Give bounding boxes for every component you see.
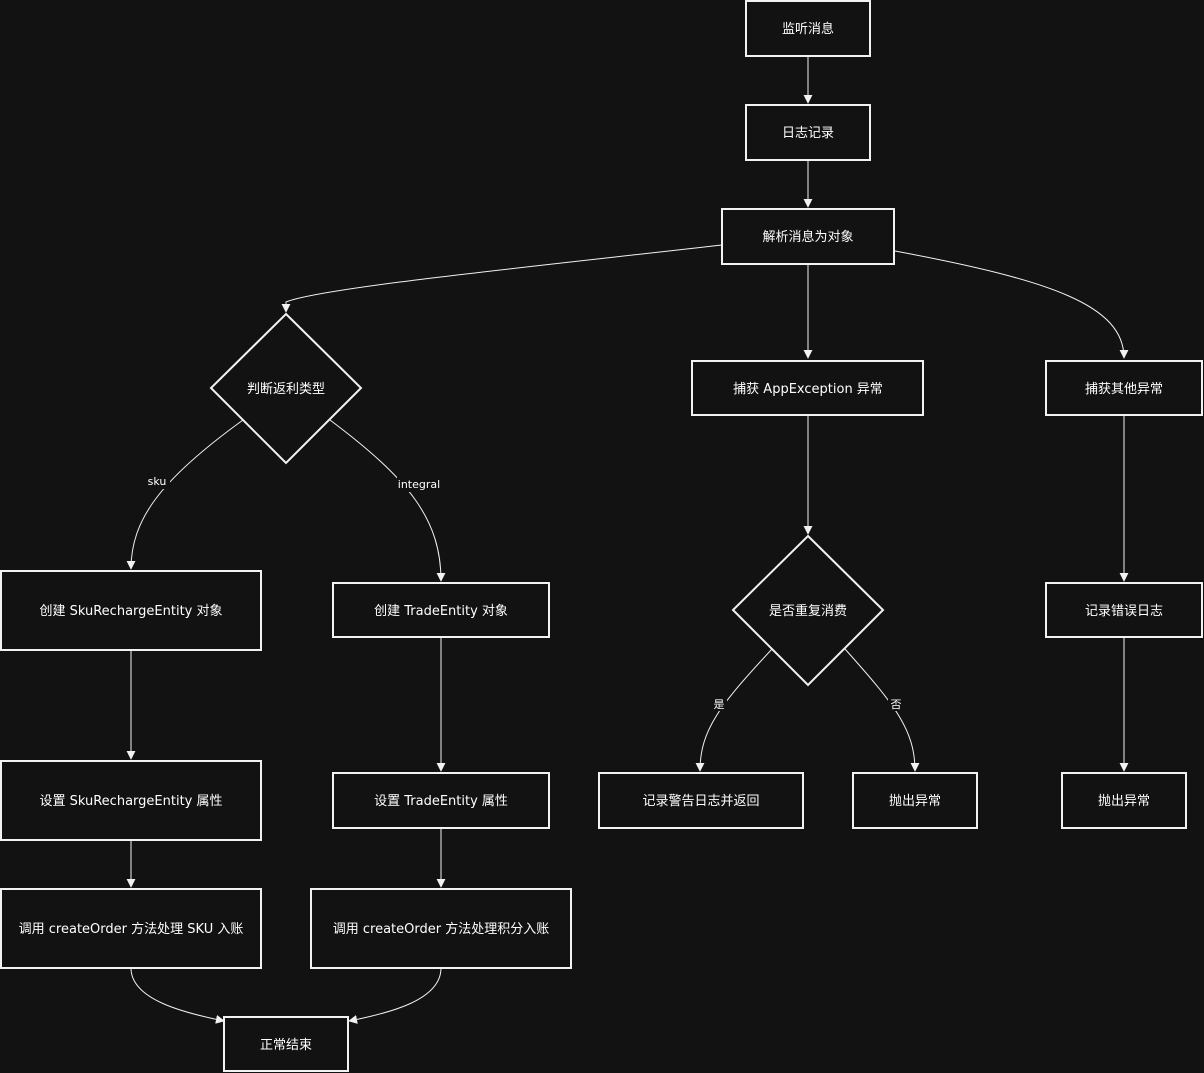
node-call-sku-label: 调用 createOrder 方法处理 SKU 入账 (19, 921, 244, 937)
node-catch-app: 捕获 AppException 异常 (691, 360, 924, 416)
node-listen-label: 监听消息 (782, 21, 834, 37)
node-call-integral-label: 调用 createOrder 方法处理积分入账 (333, 921, 549, 937)
node-throw-2: 抛出异常 (1061, 772, 1187, 829)
edge-parse-judge (281, 244, 723, 313)
edge-label-yes: 是 (711, 695, 727, 711)
edge-label-yes-text: 是 (714, 698, 725, 711)
edge-call-sku-end (130, 967, 225, 1024)
node-catch-other-label: 捕获其他异常 (1085, 381, 1163, 397)
node-throw-1-label: 抛出异常 (889, 794, 941, 809)
edge-label-no: 否 (888, 695, 904, 711)
node-judge-type: 判断返利类型 (209, 312, 363, 465)
node-parse: 解析消息为对象 (721, 208, 895, 265)
node-catch-other: 捕获其他异常 (1045, 360, 1203, 416)
node-log: 日志记录 (745, 104, 871, 161)
node-create-sku: 创建 SkuRechargeEntity 对象 (0, 570, 262, 651)
node-create-trade-label: 创建 TradeEntity 对象 (374, 604, 508, 619)
node-call-integral: 调用 createOrder 方法处理积分入账 (310, 888, 572, 969)
node-call-sku: 调用 createOrder 方法处理 SKU 入账 (0, 888, 262, 969)
node-log-error: 记录错误日志 (1045, 582, 1203, 638)
node-normal-end: 正常结束 (223, 1016, 349, 1072)
node-create-sku-label: 创建 SkuRechargeEntity 对象 (39, 604, 222, 619)
node-set-sku-label: 设置 SkuRechargeEntity 属性 (39, 794, 222, 809)
edge-call-integral-end (348, 967, 442, 1024)
edge-judge-create-sku (126, 419, 244, 570)
node-parse-label: 解析消息为对象 (762, 229, 853, 245)
node-set-sku: 设置 SkuRechargeEntity 属性 (0, 760, 262, 841)
edge-label-sku-text: sku (148, 475, 167, 488)
edge-label-sku: sku (144, 473, 170, 489)
edge-label-no-text: 否 (891, 698, 902, 711)
node-throw-2-label: 抛出异常 (1098, 794, 1150, 809)
edge-parse-catch-other (894, 250, 1129, 359)
node-normal-end-label: 正常结束 (260, 1038, 312, 1053)
node-log-label: 日志记录 (782, 126, 834, 141)
node-judge-type-label: 判断返利类型 (247, 382, 325, 397)
edge-judge-create-trade (329, 419, 446, 582)
node-log-warn-return-label: 记录警告日志并返回 (642, 793, 759, 809)
edge-duplicate-throw (844, 648, 920, 772)
node-set-trade-label: 设置 TradeEntity 属性 (374, 794, 508, 809)
edge-label-integral: integral (397, 476, 441, 492)
node-throw-1: 抛出异常 (852, 772, 978, 829)
node-log-warn-return: 记录警告日志并返回 (598, 772, 804, 829)
edge-duplicate-warn (695, 648, 773, 772)
edge-label-integral-text: integral (398, 478, 440, 491)
node-listen: 监听消息 (745, 0, 871, 57)
node-set-trade: 设置 TradeEntity 属性 (332, 772, 550, 829)
node-is-duplicate: 是否重复消费 (731, 534, 885, 687)
node-log-error-label: 记录错误日志 (1085, 604, 1163, 619)
node-create-trade: 创建 TradeEntity 对象 (332, 582, 550, 638)
node-catch-app-label: 捕获 AppException 异常 (733, 381, 883, 397)
node-is-duplicate-label: 是否重复消费 (769, 603, 847, 619)
